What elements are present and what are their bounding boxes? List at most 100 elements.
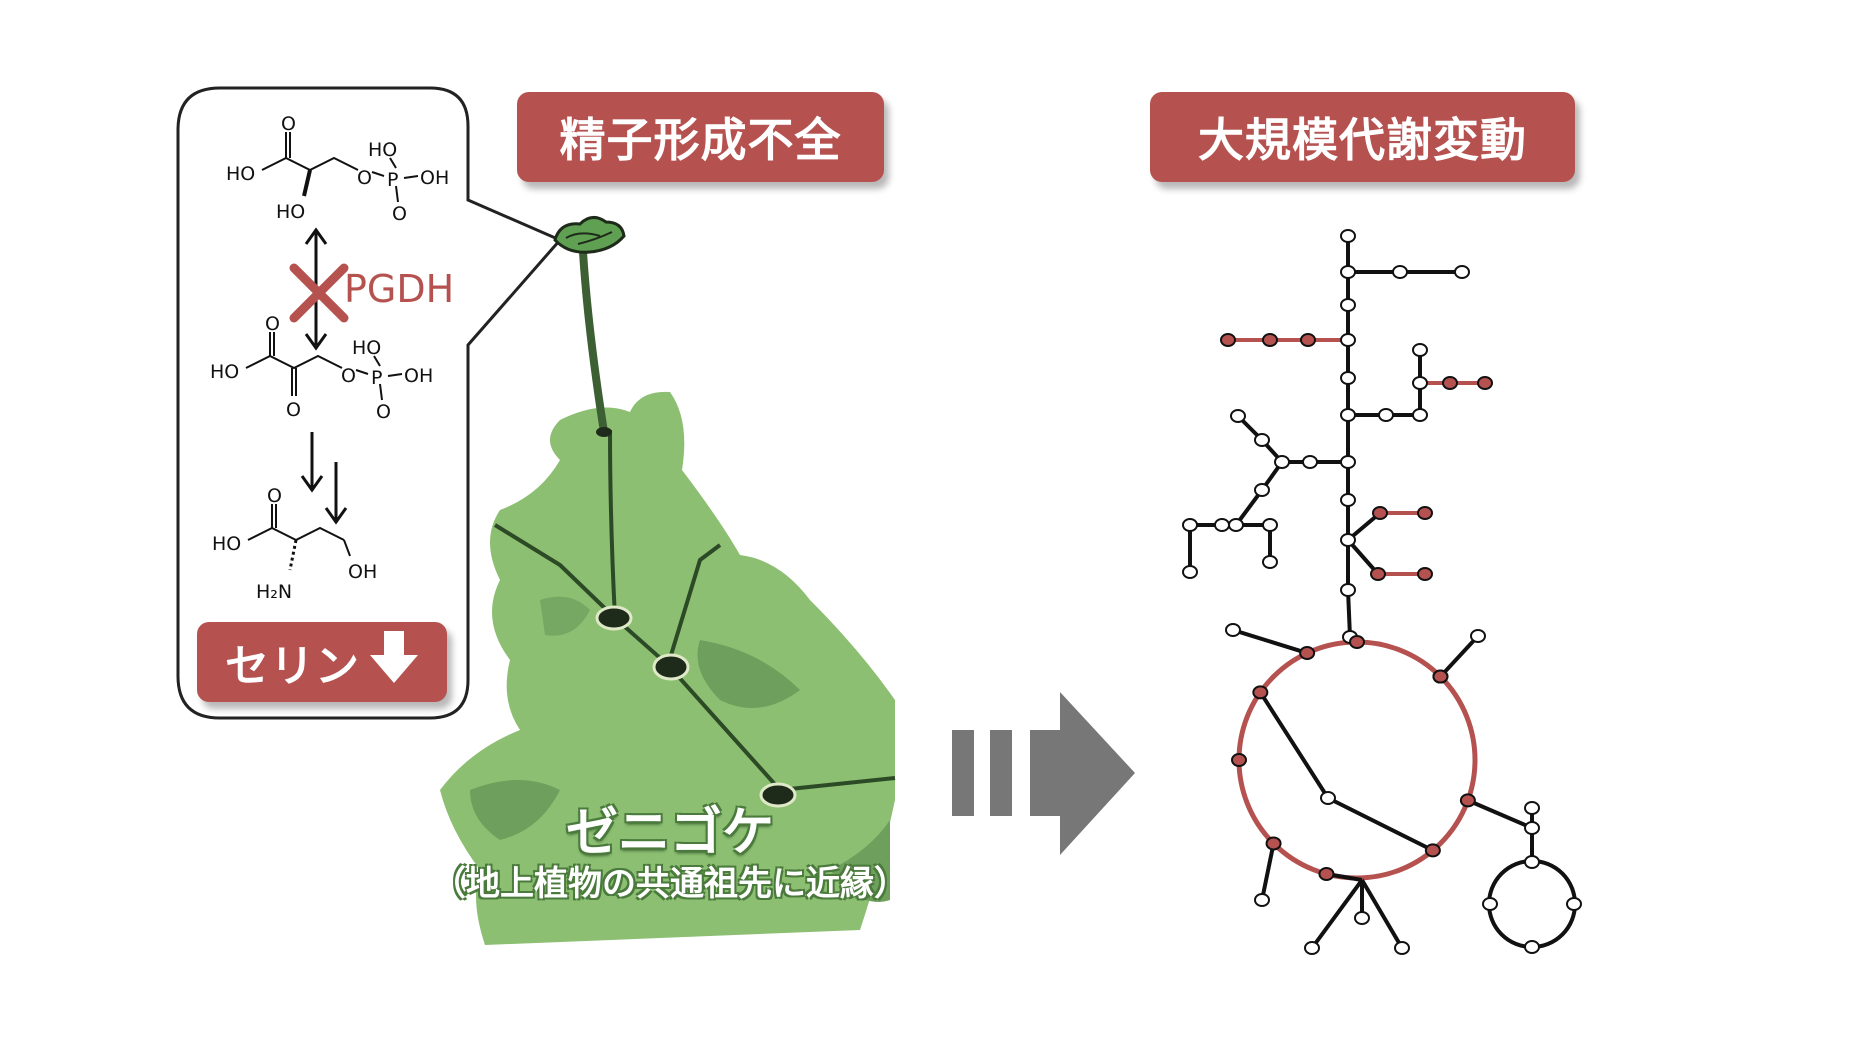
arrow-bar-2 — [990, 730, 1012, 816]
network-node-red — [1349, 635, 1365, 649]
network-node-red — [1477, 376, 1493, 390]
mol1-ho-acid: HO — [226, 163, 255, 185]
mol2-p-ho-bond — [373, 355, 381, 367]
arrow-bar-1 — [952, 730, 974, 816]
mol1-o-carbonyl: O — [281, 113, 296, 135]
network-node — [1482, 897, 1498, 911]
network-node — [1274, 455, 1290, 469]
network-node-red — [1220, 333, 1236, 347]
mol1-ho-p: HO — [368, 139, 397, 161]
network-node — [1412, 343, 1428, 357]
metabolic-change-text: 大規模代謝変動 — [1198, 113, 1527, 167]
mol3-ho-acid: HO — [212, 533, 241, 555]
network-node — [1340, 229, 1356, 243]
mol1-po-bond — [371, 171, 385, 177]
callout-bubble — [176, 86, 563, 720]
enzyme-label: PGDH — [344, 267, 454, 311]
network-red-edges — [1228, 338, 1485, 576]
mol2-backbone — [245, 354, 343, 370]
network-edge — [1438, 634, 1480, 678]
network-node — [1340, 333, 1356, 347]
network-node-red — [1370, 567, 1386, 581]
network-edge — [1232, 628, 1308, 655]
mol2-o-keto: O — [286, 399, 301, 421]
network-node-red — [1265, 836, 1282, 851]
sperm-defect-label: 精子形成不全 — [517, 92, 884, 182]
midrib-branch-2 — [666, 543, 722, 666]
network-node — [1412, 408, 1428, 422]
network-node — [1340, 408, 1356, 422]
mol3-oh-bond — [343, 539, 351, 557]
network-node — [1454, 265, 1470, 279]
network-node — [1214, 518, 1230, 532]
mol1-p-ho-bond — [389, 157, 397, 169]
mol2-p: P — [371, 367, 382, 389]
mol3-h2n: H₂N — [256, 581, 292, 603]
serine-text: セリン — [225, 641, 360, 692]
network-nodes — [1182, 229, 1582, 955]
mol1-ho-alpha: HO — [276, 201, 305, 223]
down-arrow-2-head — [324, 507, 348, 525]
network-edge — [1260, 843, 1276, 901]
mol2-o-carbonyl: O — [265, 313, 280, 335]
network-node — [1225, 623, 1241, 637]
network-node — [1524, 801, 1540, 815]
mol1-labels: HO O HO O P HO OH O — [226, 113, 449, 225]
sperm-defect-text: 精子形成不全 — [559, 113, 842, 167]
mol2-o-p: O — [376, 401, 391, 423]
mol1-oh-p: OH — [420, 167, 449, 189]
network-node-red — [1318, 866, 1335, 881]
gemma-cup — [759, 782, 797, 808]
network-node — [1470, 629, 1486, 643]
molecule-3-phosphoglycerate — [261, 132, 419, 203]
network-node-red — [1231, 753, 1247, 767]
network-edge — [1310, 878, 1364, 950]
network-node — [1254, 893, 1270, 907]
network-node — [1354, 911, 1370, 925]
network-node — [1340, 493, 1356, 507]
molecule-phosphohydroxypyruvate — [245, 332, 403, 401]
network-edge — [1327, 796, 1434, 853]
network-node-red — [1262, 333, 1278, 347]
network-node — [1340, 533, 1356, 547]
down-arrow-1-head — [300, 475, 324, 493]
network-edges — [1188, 236, 1534, 950]
network-node — [1524, 821, 1540, 835]
thallus-shade-3 — [830, 820, 890, 902]
mol2-ho-p: HO — [352, 337, 381, 359]
network-node-red — [1417, 506, 1433, 520]
network-node — [1524, 940, 1540, 954]
mol2-po-bond — [355, 369, 369, 375]
network-node — [1182, 518, 1198, 532]
network-node — [1230, 409, 1246, 423]
network-edge — [1346, 589, 1352, 638]
cross-stroke-2 — [289, 263, 349, 323]
rev-arrow-head-up — [304, 227, 328, 245]
mol2-labels: HO O O O P HO OH O — [210, 313, 433, 423]
network-node-red — [1432, 669, 1449, 684]
network-node — [1340, 455, 1356, 469]
network-node — [1412, 376, 1428, 390]
mol1-p-o-bond — [395, 185, 399, 203]
mol3-oh: OH — [348, 561, 377, 583]
mol3-labels: HO O H₂N OH — [212, 485, 377, 603]
network-node — [1524, 855, 1540, 869]
network-node-red — [1442, 376, 1458, 390]
mol3-o-carbonyl: O — [267, 485, 282, 507]
mol3-amine-bond — [288, 539, 298, 571]
network-node-red — [1424, 843, 1441, 858]
network-node — [1392, 265, 1408, 279]
plant-name: ゼニゴケ — [565, 803, 774, 863]
metabolic-change-label: 大規模代謝変動 — [1150, 92, 1575, 182]
gemma-cup — [652, 653, 690, 681]
network-node — [1566, 897, 1582, 911]
network-node — [1340, 371, 1356, 385]
mol1-o-link: O — [357, 167, 372, 189]
network-node — [1340, 583, 1356, 597]
decrease-arrow-icon — [370, 630, 418, 694]
thallus-shade-2 — [470, 780, 560, 840]
network-node-red — [1252, 685, 1269, 700]
network-node-red — [1300, 333, 1316, 347]
